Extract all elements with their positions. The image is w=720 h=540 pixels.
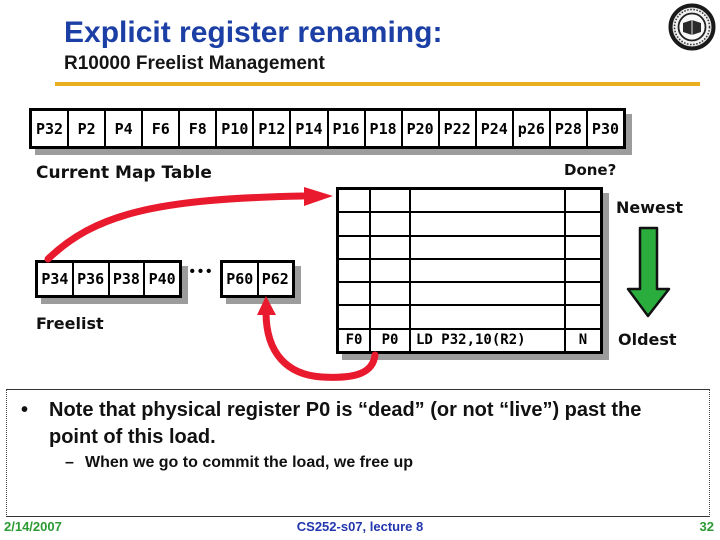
rob-row <box>339 306 600 330</box>
freelist-cell: P60 <box>223 263 257 295</box>
slide-title: Explicit register renaming: <box>64 16 443 49</box>
map-cell: P2 <box>69 111 105 146</box>
map-cell: P14 <box>291 111 327 146</box>
map-cell: P16 <box>328 111 364 146</box>
map-cell: P12 <box>254 111 290 146</box>
oldest-label: Oldest <box>618 330 677 349</box>
current-map-table-label: Current Map Table <box>36 163 212 183</box>
free-register-arrow-head-icon <box>257 296 276 315</box>
rob-row <box>339 213 600 237</box>
rob-cell <box>566 283 600 304</box>
rob-row-oldest: F0 P0 LD P32,10(R2) N <box>339 329 600 351</box>
freelist-cell: P34 <box>38 263 72 295</box>
footer-page-number: 32 <box>699 519 714 534</box>
map-cell: p26 <box>513 111 549 146</box>
rob-cell <box>339 236 371 258</box>
map-cell: F8 <box>180 111 216 146</box>
freelist-cell: P38 <box>109 263 144 295</box>
footer-date: 2/14/2007 <box>4 519 62 534</box>
rob-cell <box>411 213 566 235</box>
note-sub-bullet: – When we go to commit the load, we free… <box>65 453 413 473</box>
rob-cell <box>371 259 411 282</box>
allocate-arrow-head-icon <box>304 187 333 206</box>
title-underline <box>55 82 700 86</box>
note-bullet: • Note that physical register P0 is “dea… <box>21 397 659 451</box>
newest-label: Newest <box>616 198 684 217</box>
rob-row <box>339 283 600 307</box>
bullet-icon: • <box>21 399 29 421</box>
rob-cell <box>566 306 600 327</box>
rob-cell <box>566 213 600 234</box>
rob-cell-rt: F0 <box>339 329 371 351</box>
rob-cell-done: N <box>578 332 588 349</box>
rob-row <box>339 236 600 260</box>
dash-icon: – <box>65 454 74 471</box>
rob-cell <box>411 190 566 212</box>
rob-cell <box>371 190 411 212</box>
freelist-ellipsis: ••• <box>189 263 215 280</box>
map-cell: P10 <box>217 111 253 146</box>
map-cell: P20 <box>402 111 438 146</box>
rob-cell <box>371 213 411 235</box>
rob-cell <box>566 260 600 281</box>
rob-cell <box>411 236 566 258</box>
map-cell: P18 <box>365 111 401 146</box>
freelist-strip-left: P34 P36 P38 P40 <box>35 260 182 298</box>
map-cell: P30 <box>587 111 623 146</box>
freelist-cell: P62 <box>258 263 292 295</box>
map-cell: P24 <box>476 111 512 146</box>
rob-cell <box>339 190 371 212</box>
rob-cell <box>339 213 371 235</box>
freelist-cell: P36 <box>73 263 108 295</box>
done-label: Done? <box>564 161 617 179</box>
map-cell: P4 <box>106 111 142 146</box>
rob-row <box>339 190 600 214</box>
rob-cell <box>339 283 371 305</box>
rob-cell-instruction: LD P32,10(R2) <box>411 329 566 351</box>
rob-cell <box>411 259 566 282</box>
allocate-arrow <box>44 192 307 263</box>
rob-cell <box>339 259 371 282</box>
map-cell: F6 <box>143 111 179 146</box>
rob-cell-rs: P0 <box>371 329 411 351</box>
rob-cell <box>339 306 371 328</box>
current-map-table-strip: P32 P2 P4 F6 F8 P10 P12 P14 P16 P18 P20 … <box>29 108 626 149</box>
reorder-buffer-table: F0 P0 LD P32,10(R2) N <box>336 187 603 354</box>
rob-cell <box>371 236 411 258</box>
freelist-cell: P40 <box>145 263 179 295</box>
rob-cell <box>566 190 600 211</box>
rob-row <box>339 259 600 284</box>
note-box: • Note that physical register P0 is “dea… <box>6 389 710 517</box>
freelist-label: Freelist <box>36 314 104 333</box>
map-cell: P28 <box>550 111 586 146</box>
freelist-strip-right: P60 P62 <box>220 260 295 298</box>
rob-cell <box>411 283 566 305</box>
rob-cell <box>371 306 411 328</box>
map-cell: P32 <box>32 111 68 146</box>
newest-to-oldest-arrow-icon <box>626 226 671 318</box>
rob-cell <box>371 283 411 305</box>
note-sub-text: When we go to commit the load, we free u… <box>85 454 414 471</box>
map-cell: P22 <box>439 111 475 146</box>
rob-cell <box>411 306 566 328</box>
note-text: Note that physical register P0 is “dead”… <box>49 399 642 448</box>
footer-course: CS252-s07, lecture 8 <box>296 519 424 534</box>
rob-cell <box>566 237 600 258</box>
slide-subtitle: R10000 Freelist Management <box>64 53 325 74</box>
university-seal-icon <box>668 3 716 51</box>
